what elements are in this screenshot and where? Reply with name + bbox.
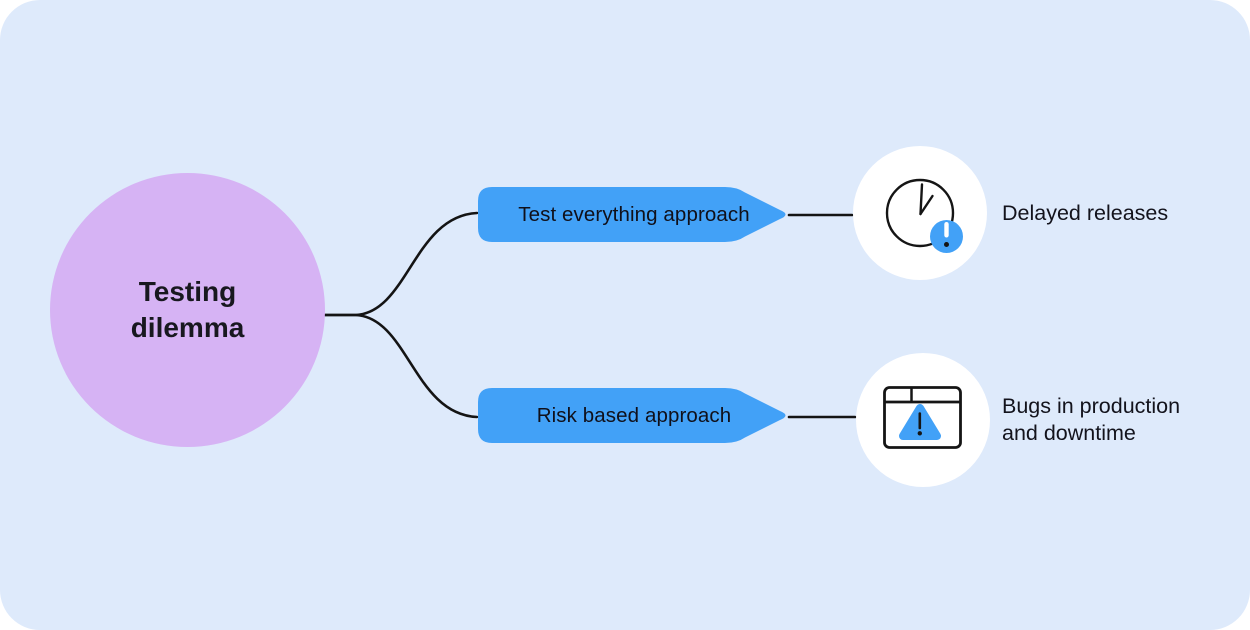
- branch-node-label: Risk based approach: [536, 403, 732, 427]
- outcome-circle-bugs-in-production: [856, 353, 990, 487]
- root-node: Testing dilemma: [50, 173, 325, 447]
- root-node-label: Testing dilemma: [130, 275, 245, 343]
- branch-node-risk-based: Risk based approach: [478, 388, 790, 443]
- branch-node-test-everything: Test everything approach: [478, 187, 790, 242]
- outcome-label-delayed-releases: Delayed releases: [1002, 201, 1169, 225]
- outcome-circle-delayed-releases: [853, 146, 987, 280]
- outcome-label-bugs-in-production: Bugs in production and downtime: [1002, 394, 1181, 445]
- branch-arrow-shape: [478, 187, 786, 242]
- browser-warning-icon: [883, 386, 962, 449]
- clock-alert-icon: [885, 178, 963, 253]
- branch-arrow-shape: [478, 388, 786, 443]
- branch-node-label: Test everything approach: [518, 202, 750, 226]
